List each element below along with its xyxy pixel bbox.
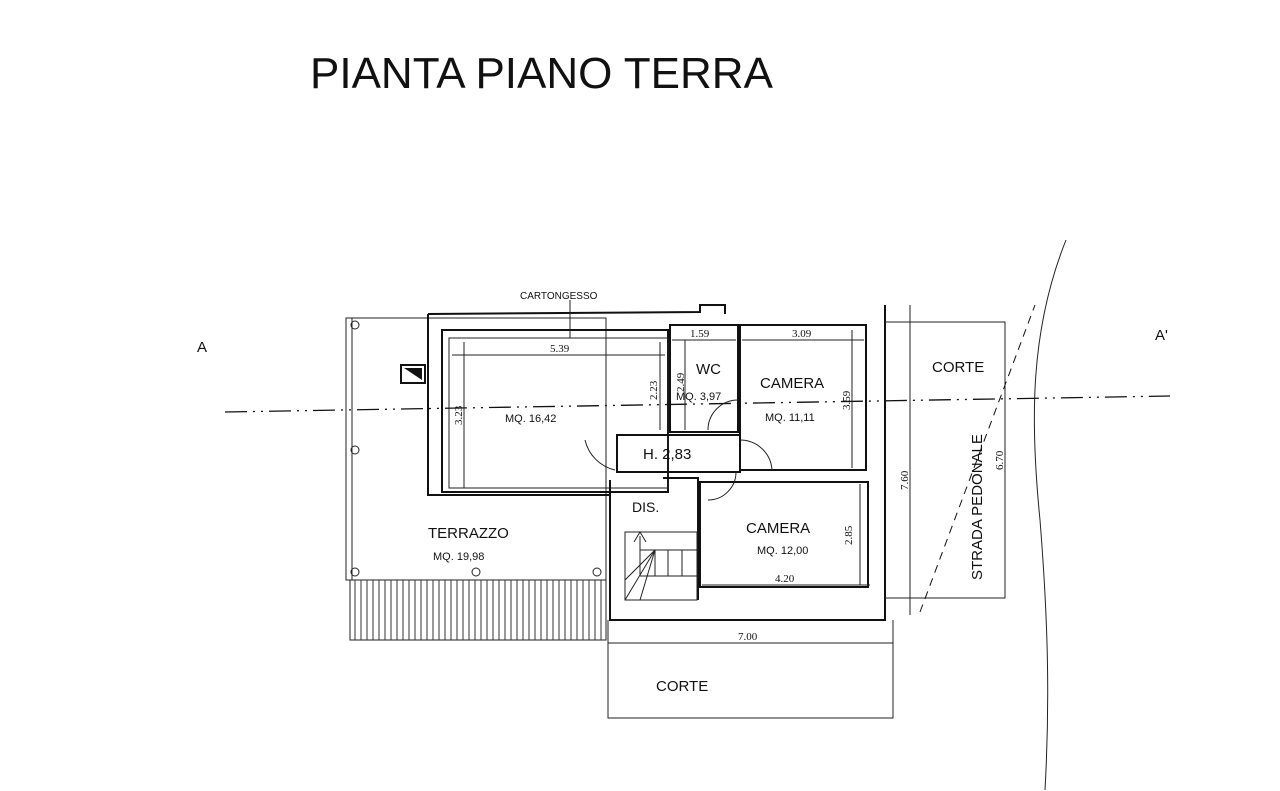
strada-label: STRADA PEDONALE (969, 434, 986, 580)
dim-camera1-width: 3.09 (792, 328, 812, 340)
dim-living-depth: 3.23 (453, 405, 465, 425)
dim-total-width: 7.00 (738, 631, 758, 643)
wc-area: MQ. 3,97 (676, 391, 721, 403)
door-swing (584, 439, 616, 471)
terrazzo-area: MQ. 19,98 (433, 551, 484, 563)
dim-wc-width: 1.59 (690, 328, 710, 340)
wc-walls (669, 324, 739, 433)
stair-direction-arrow-icon (633, 531, 647, 576)
height-label: H. 2,83 (643, 446, 691, 463)
dim-camera1-depth: 3.59 (841, 390, 853, 410)
section-mark-a: A (197, 339, 207, 356)
corte-right-area (885, 321, 1006, 599)
terrazzo-hatch (349, 579, 607, 641)
wc-label: WC (696, 361, 721, 378)
dim-living-inner: 2.23 (648, 380, 660, 400)
dim-living-width: 5.39 (550, 343, 570, 355)
cartongesso-note: CARTONGESSO (520, 291, 598, 302)
corridor (616, 434, 741, 473)
dim-camera2-width: 4.20 (775, 573, 795, 585)
dim-total-depth: 7.60 (899, 470, 911, 490)
corte-right-label: CORTE (932, 359, 984, 376)
staircase (624, 531, 698, 601)
corte-bottom-area (607, 620, 894, 719)
camera1-label: CAMERA (760, 375, 824, 392)
camera1-area: MQ. 11,11 (765, 412, 815, 424)
camera2-walls (699, 481, 869, 588)
plan-title: PIANTA PIANO TERRA (310, 49, 774, 98)
dim-wc-depth: 2.49 (675, 372, 687, 392)
terrazzo-label: TERRAZZO (428, 525, 509, 542)
boundary-curve (1033, 239, 1067, 791)
corte-bottom-label: CORTE (656, 678, 708, 695)
camera1-walls (739, 324, 867, 471)
dim-strada-width: 6.70 (994, 450, 1006, 470)
section-mark-a-prime: A' (1155, 327, 1168, 344)
dim-camera2-depth: 2.85 (843, 525, 855, 545)
dis-label: DIS. (632, 499, 659, 515)
camera2-area: MQ. 12,00 (757, 545, 808, 557)
living-area: MQ. 16,42 (505, 413, 556, 425)
camera2-label: CAMERA (746, 520, 810, 537)
